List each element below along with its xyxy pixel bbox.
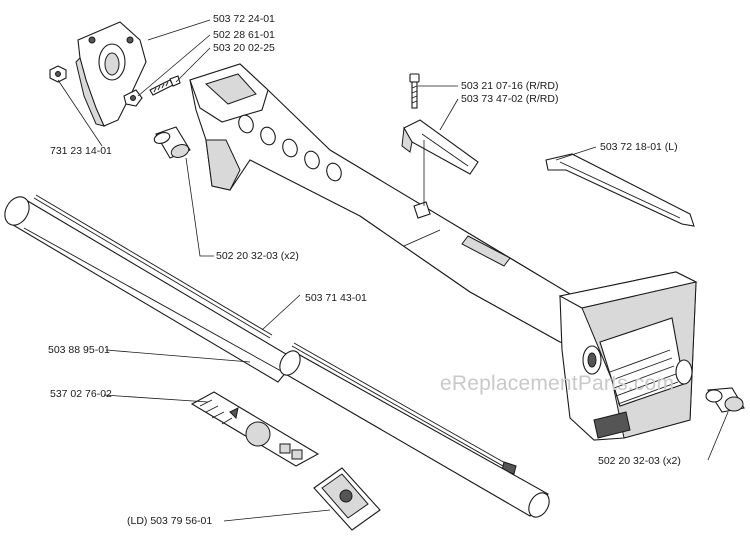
decal-part [190, 391, 320, 467]
clip-part [123, 89, 143, 107]
drive-shaft-part [33, 194, 517, 475]
nut-part [49, 65, 67, 83]
main-housing-part [189, 63, 613, 351]
callout-503-79-56-01: (LD) 503 79 56-01 [127, 515, 213, 527]
callout-731-23-14-01: 731 23 14-01 [50, 145, 112, 157]
bracket-clip-part [401, 119, 479, 175]
callout-503-88-95-01: 503 88 95-01 [48, 344, 110, 356]
small-clamp-part [413, 201, 431, 219]
callout-503-71-43-01: 503 71 43-01 [305, 292, 367, 304]
callout-537-02-76-02: 537 02 76-02 [50, 388, 112, 400]
callout-503-72-18-01: 503 72 18-01 (L) [600, 141, 678, 153]
bolt-part [409, 73, 420, 109]
lower-tube-part [279, 350, 550, 518]
screw-part [149, 75, 181, 96]
small-decal-part [313, 467, 381, 531]
lever-part [545, 153, 695, 227]
callout-503-21-07-16: 503 21 07-16 (R/RD) [461, 80, 559, 92]
rubber-bushing-part [153, 126, 191, 159]
callout-503-73-47-02: 503 73 47-02 (R/RD) [461, 93, 559, 105]
callout-503-72-24-01: 503 72 24-01 [213, 13, 275, 25]
callout-502-20-32-03-bottom: 502 20 32-03 (x2) [598, 455, 681, 467]
callout-503-20-02-25: 503 20 02-25 [213, 42, 275, 54]
upper-bracket-part [75, 21, 147, 127]
tube-part [4, 196, 297, 383]
rubber-bushing-right-part [705, 387, 745, 413]
leader-lines [57, 19, 729, 522]
gear-head-housing-part [558, 271, 698, 441]
callout-502-20-32-03-top: 502 20 32-03 (x2) [216, 250, 299, 262]
callout-502-28-61-01: 502 28 61-01 [213, 29, 275, 41]
watermark: eReplacementParts.com [440, 372, 675, 395]
